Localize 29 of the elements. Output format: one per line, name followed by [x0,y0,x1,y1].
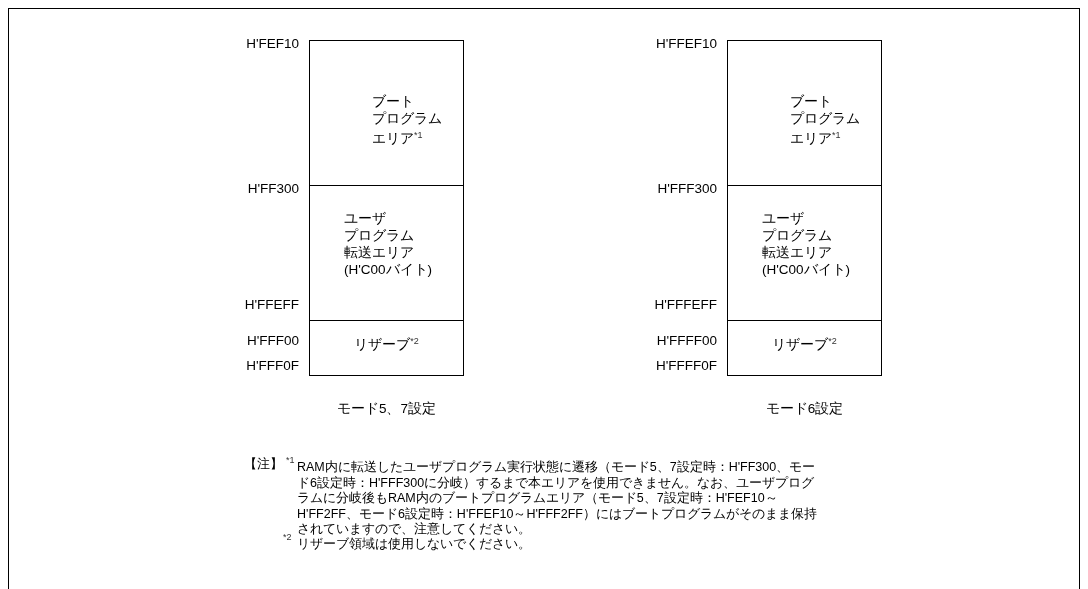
footnote-mark: *1 [286,454,295,467]
footnote-mark: *2 [283,531,292,544]
mode-caption: モード6設定 [764,400,845,418]
address-label: H'FFEFF [243,297,299,312]
region-label: リザーブ$^{*2}$ [353,335,420,353]
address-label: H'FFF00 [245,333,299,348]
transfer-area-region [727,185,882,321]
region-label: リザーブ$^{*2}$ [771,335,838,353]
region-label: ブートプログラムエリア$^{*1}$ [372,93,442,147]
footnote-text: RAM内に転送したユーザプログラム実行状態に遷移（モード5、7設定時：H'FF300、モード6設定時：H'FFF300に分岐）するまで本エリアを使用できません。なお、ユーザプログラムに分岐後もRAM内のブートプログラムエリア（モード5、7設定時：H'FEF10～H'FF2FF、モード6設定時：H'FFEF10～H'FFF2FF）にはブートプログラムがそのまま保持されていますので、注意してください。 [297,460,817,537]
address-label: H'FFFF0F [654,358,717,373]
region-label: ユーザプログラム転送エリア(H'C00バイト) [344,210,433,278]
footnote-text: リザーブ領域は使用しないでください。 [297,537,532,553]
reserved-region [727,320,882,376]
address-label: H'FFF0F [245,358,299,373]
note-heading: 【注】 [244,457,283,473]
address-label: H'FFFEFF [653,297,717,312]
address-label: H'FEF10 [245,36,299,51]
boot-area-region [727,40,882,186]
region-label: ユーザプログラム転送エリア(H'C00バイト) [762,210,851,278]
address-label: H'FFFF00 [655,333,717,348]
boot-area-region [309,40,464,186]
transfer-area-region [309,185,464,321]
address-label: H'FFEF10 [654,36,717,51]
reserved-region [309,320,464,376]
address-label: H'FF300 [246,181,299,196]
address-label: H'FFF300 [656,181,717,196]
mode-caption: モード5、7設定 [336,400,437,418]
region-label: ブートプログラムエリア$^{*1}$ [790,93,860,147]
